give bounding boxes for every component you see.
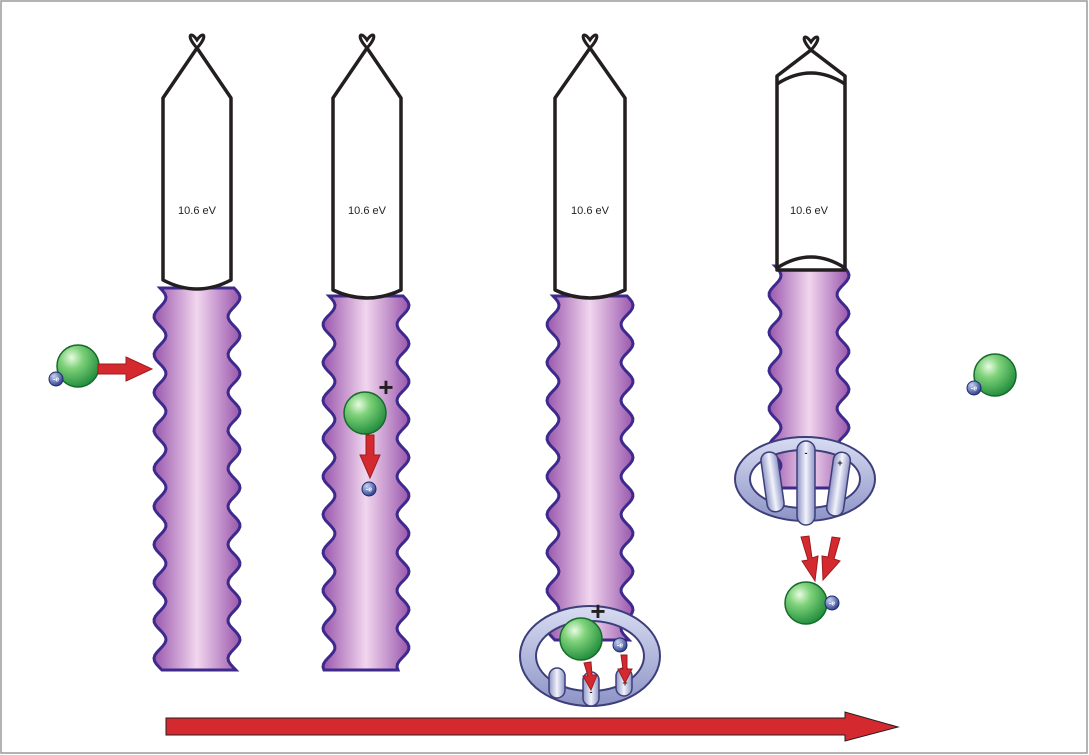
electron-label-2: -e [366, 487, 372, 494]
electron-1 [48, 371, 64, 387]
approach-arrow [97, 356, 154, 382]
electron-5 [966, 380, 982, 396]
electrode-rod-left-3 [548, 667, 566, 699]
electrode-minus-4: - [805, 448, 808, 458]
electrode-plus-4: + [837, 458, 842, 468]
lamp-energy-label-1: 10.6 eV [178, 205, 217, 217]
lamp-energy-label-2: 10.6 eV [348, 205, 387, 217]
stage-1: 10.6 eV -e [48, 33, 242, 672]
ionized-molecule-3 [559, 617, 603, 661]
stage-3: 10.6 eV - + + -e [518, 33, 662, 707]
positive-charge-3: + [590, 596, 605, 626]
outgoing-molecule: -e [966, 353, 1017, 397]
electron-label-5: -e [971, 386, 977, 393]
lamp-body-4 [775, 48, 847, 272]
lamp-lead-2 [358, 33, 376, 50]
uv-lamp-4: 10.6 eV [775, 35, 847, 272]
lamp-lead-1 [188, 33, 206, 50]
electrode-rod-left-4 [760, 451, 785, 513]
ejected-electron-2 [361, 481, 377, 497]
uv-lamp-1: 10.6 eV [161, 33, 233, 291]
lamp-energy-label-4: 10.6 eV [790, 205, 829, 217]
electrode-minus-3: - [590, 687, 593, 697]
restored-molecule-4 [784, 581, 828, 625]
molecule-5 [973, 353, 1017, 397]
lamp-lead-4 [802, 35, 820, 52]
lamp-energy-label-3: 10.6 eV [571, 205, 610, 217]
positive-charge-2: + [378, 372, 393, 402]
incoming-molecule: -e [48, 344, 100, 388]
photon-beam-3 [545, 294, 635, 642]
electron-label-1: -e [53, 377, 59, 384]
electron-label-3: -e [617, 643, 623, 650]
electrode-rod-center-4 [796, 440, 816, 526]
uv-lamp-2: 10.6 eV [331, 33, 403, 300]
stage-2: 10.6 eV + -e [321, 33, 411, 672]
electron-label-4: -e [829, 601, 835, 608]
recombine-arrow-left [800, 535, 819, 583]
lamp-lead-3 [581, 33, 599, 50]
recombine-arrow-right [821, 536, 841, 582]
ionized-molecule-2 [343, 391, 387, 435]
electrode-rod-right-4 [825, 451, 852, 517]
collector-electrode-4: - + [733, 436, 877, 526]
ejection-arrow-2 [359, 434, 381, 480]
stage-4: 10.6 eV - + -e [733, 35, 877, 625]
lamp-body-2 [331, 46, 403, 300]
photon-beam-1 [152, 286, 242, 672]
electron-3 [612, 637, 628, 653]
ion-to-cathode-arrow [582, 661, 598, 692]
electron-4 [824, 595, 840, 611]
uv-lamp-3: 10.6 eV [553, 33, 627, 300]
process-direction-arrow [165, 711, 900, 742]
lamp-window-bottom-4 [776, 255, 846, 270]
lamp-window-top-4 [776, 71, 846, 86]
lamp-body-1 [161, 46, 233, 291]
electron-to-anode-arrow [617, 654, 633, 685]
lamp-body-3 [553, 46, 627, 300]
